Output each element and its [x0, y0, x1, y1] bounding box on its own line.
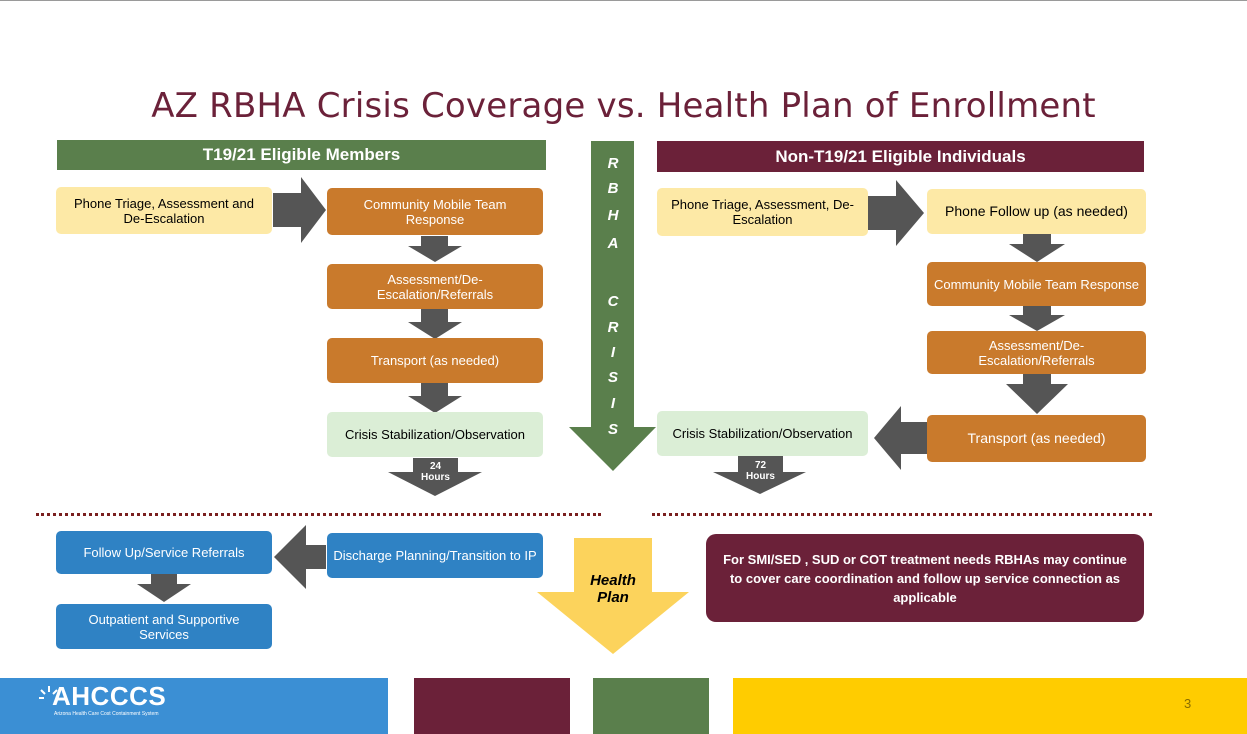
right-mobile-team-box: Community Mobile Team Response [927, 262, 1146, 306]
right-arrow-72-hours [713, 456, 806, 494]
left-assessment-box: Assessment/De-Escalation/Referrals [327, 264, 543, 309]
left-crisis-stabilization-box: Crisis Stabilization/Observation [327, 412, 543, 457]
rbha-letter: H [607, 207, 619, 224]
right-arrow-transport-to-crisis [874, 406, 927, 470]
left-transport-box: Transport (as needed) [327, 338, 543, 383]
sun-burst-icon [39, 686, 58, 699]
right-hours-number: 72 [754, 460, 767, 471]
crisis-letter: I [610, 395, 616, 412]
rbha-letter: R [607, 155, 619, 172]
footer-gold-block [733, 678, 1247, 734]
right-hours-label: 72 Hours [738, 460, 783, 482]
left-arrow-mobile-to-assess [408, 236, 462, 262]
right-dotted-divider [652, 513, 1152, 516]
footer-maroon-block [414, 678, 570, 734]
left-hours-unit: Hours [421, 472, 450, 483]
outpatient-services-box: Outpatient and Supportive Services [56, 604, 272, 649]
right-phone-followup-box: Phone Follow up (as needed) [927, 189, 1146, 234]
left-hours-number: 24 [429, 461, 442, 472]
top-divider [0, 0, 1247, 1]
discharge-planning-box: Discharge Planning/Transition to IP [327, 533, 543, 578]
rbha-letter: A [607, 235, 619, 252]
page-number: 3 [1184, 696, 1192, 711]
bottom-arrow-discharge-to-followup [274, 525, 326, 589]
right-assessment-box: Assessment/De-Escalation/Referrals [927, 331, 1146, 374]
right-arrow-mobile-to-assess [1009, 306, 1065, 331]
crisis-letter: C [607, 293, 619, 310]
right-arrow-assess-to-transport [1006, 373, 1068, 414]
crisis-letter: S [607, 421, 618, 438]
left-hours-label: 24 Hours [413, 461, 458, 483]
right-crisis-stabilization-box: Crisis Stabilization/Observation [657, 411, 868, 456]
left-arrow-transport-to-crisis [408, 383, 462, 413]
right-hours-unit: Hours [746, 471, 775, 482]
right-arrow-phone-to-followup [868, 180, 924, 246]
followup-referrals-box: Follow Up/Service Referrals [56, 531, 272, 574]
health-plan-arrow [537, 538, 689, 654]
right-arrow-followup-to-mobile [1009, 233, 1065, 262]
bottom-arrow-followup-to-outpatient [137, 572, 191, 602]
right-header: Non-T19/21 Eligible Individuals [657, 141, 1144, 172]
crisis-letter: I [610, 344, 616, 361]
left-phone-triage-box: Phone Triage, Assessment and De-Escalati… [56, 187, 272, 234]
left-dotted-divider [36, 513, 601, 516]
logo-wordmark: AHCCCS [52, 681, 167, 711]
health-plan-label: Health Plan [590, 572, 636, 606]
left-arrow-assess-to-transport [408, 309, 462, 339]
rbha-crisis-arrow [569, 141, 656, 471]
rbha-letter: B [607, 180, 619, 197]
left-mobile-team-box: Community Mobile Team Response [327, 188, 543, 235]
right-phone-triage-box: Phone Triage, Assessment, De-Escalation [657, 188, 868, 236]
left-arrow-24-hours [388, 458, 482, 496]
crisis-letter: R [607, 319, 619, 336]
left-header: T19/21 Eligible Members [57, 140, 546, 170]
slide-title: AZ RBHA Crisis Coverage vs. Health Plan … [151, 86, 1096, 126]
right-transport-box: Transport (as needed) [927, 415, 1146, 462]
footer-green-block [593, 678, 709, 734]
footer-blue-block [0, 678, 388, 734]
left-arrow-phone-to-mobile [273, 177, 326, 243]
rbha-note-box: For SMI/SED , SUD or COT treatment needs… [706, 534, 1144, 622]
logo-subtitle: Arizona Health Care Cost Containment Sys… [54, 711, 159, 717]
crisis-letter: S [607, 369, 618, 386]
